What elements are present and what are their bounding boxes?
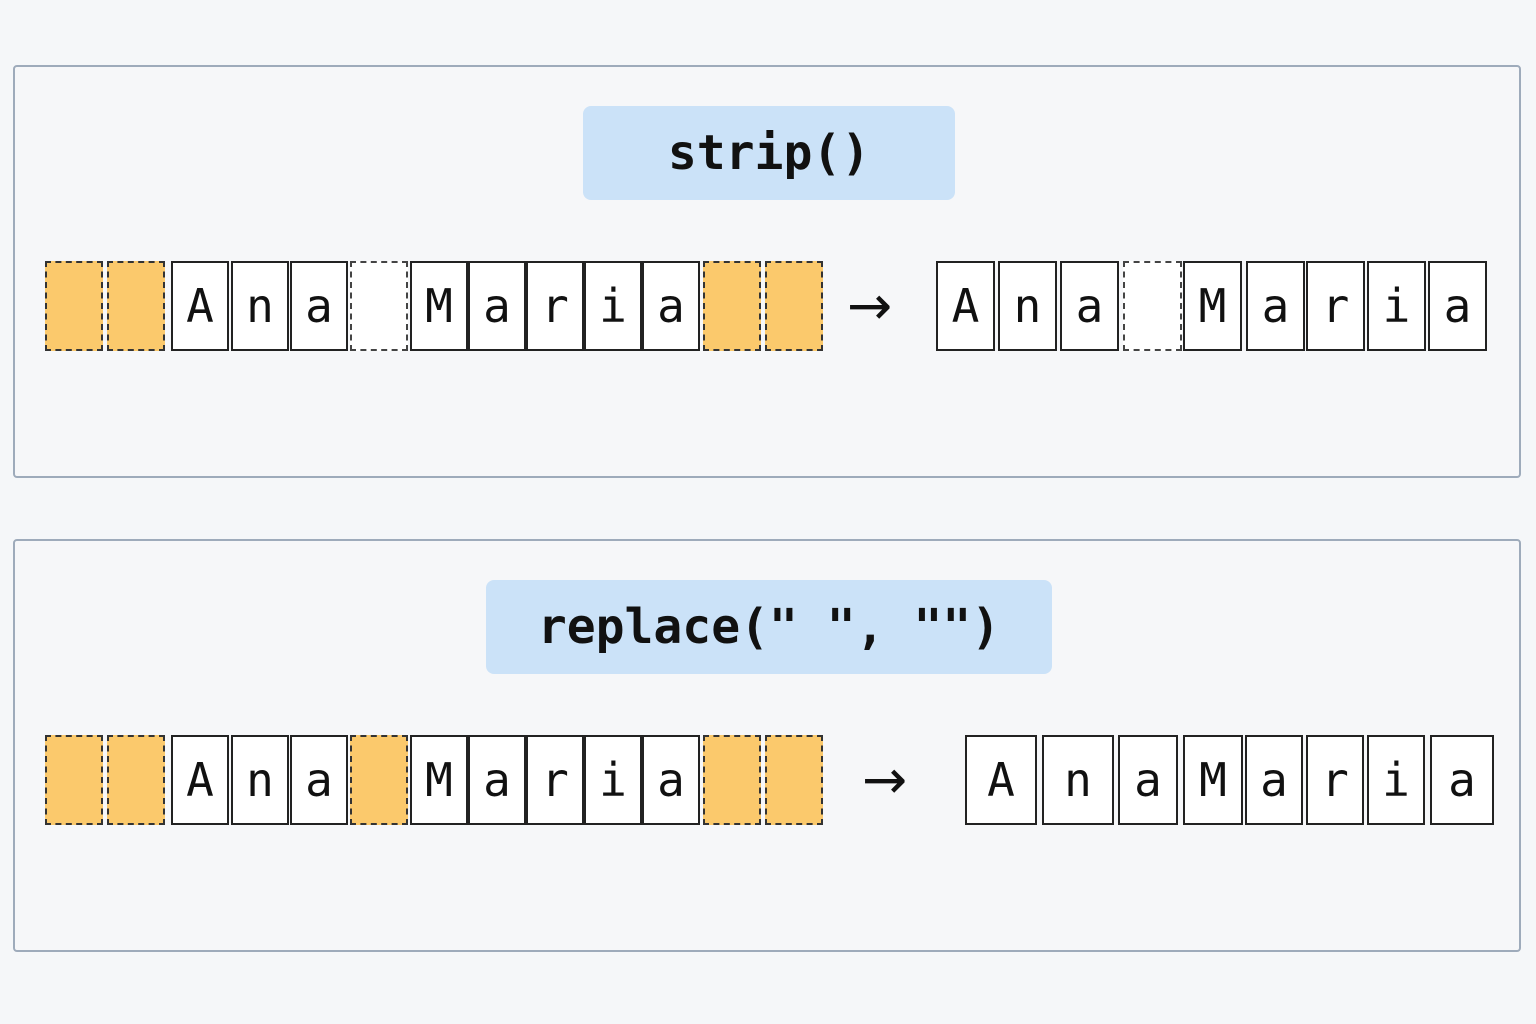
strip-input-char-cell: a [290, 261, 348, 351]
strip-input-char-cell: n [231, 261, 289, 351]
strip-output-char-cell: a [1428, 261, 1487, 351]
strip-method-label: strip() [583, 106, 955, 200]
replace-arrow-icon: → [862, 748, 908, 811]
replace-input-removed-space-cell [45, 735, 103, 825]
strip-output-char-cell: M [1183, 261, 1242, 351]
strip-input-char-cell: A [171, 261, 229, 351]
replace-output-char-cell: r [1306, 735, 1364, 825]
replace-output-char-cell: n [1042, 735, 1114, 825]
replace-input-char-cell: a [468, 735, 526, 825]
strip-input-char-cell: i [584, 261, 642, 351]
strip-input-removed-space-cell [703, 261, 761, 351]
strip-input-removed-space-cell [765, 261, 823, 351]
strip-input-kept-space-cell [350, 261, 408, 351]
strip-output-char-cell: i [1367, 261, 1426, 351]
strip-input-char-cell: r [526, 261, 584, 351]
strip-input-removed-space-cell [45, 261, 103, 351]
replace-input-char-cell: a [290, 735, 348, 825]
strip-input-removed-space-cell [107, 261, 165, 351]
strip-input-char-cell: a [468, 261, 526, 351]
replace-output-char-cell: A [965, 735, 1037, 825]
strip-output-char-cell: r [1306, 261, 1365, 351]
strip-arrow-icon: → [847, 274, 893, 337]
replace-input-char-cell: M [410, 735, 468, 825]
strip-output-char-cell: A [936, 261, 995, 351]
replace-output-char-cell: a [1430, 735, 1494, 825]
replace-input-removed-space-cell [765, 735, 823, 825]
strip-output-char-cell: a [1060, 261, 1119, 351]
strip-output-char-cell: a [1246, 261, 1305, 351]
replace-output-char-cell: a [1118, 735, 1178, 825]
replace-input-removed-space-cell [350, 735, 408, 825]
replace-input-removed-space-cell [107, 735, 165, 825]
replace-output-char-cell: a [1245, 735, 1303, 825]
strip-input-char-cell: a [642, 261, 700, 351]
replace-input-char-cell: A [171, 735, 229, 825]
strip-input-char-cell: M [410, 261, 468, 351]
replace-input-removed-space-cell [703, 735, 761, 825]
replace-output-char-cell: i [1367, 735, 1425, 825]
replace-input-char-cell: r [526, 735, 584, 825]
replace-output-char-cell: M [1183, 735, 1243, 825]
strip-output-kept-space-cell [1123, 261, 1182, 351]
strip-output-char-cell: n [998, 261, 1057, 351]
replace-method-label: replace(" ", "") [486, 580, 1052, 674]
replace-input-char-cell: i [584, 735, 642, 825]
replace-input-char-cell: a [642, 735, 700, 825]
replace-input-char-cell: n [231, 735, 289, 825]
